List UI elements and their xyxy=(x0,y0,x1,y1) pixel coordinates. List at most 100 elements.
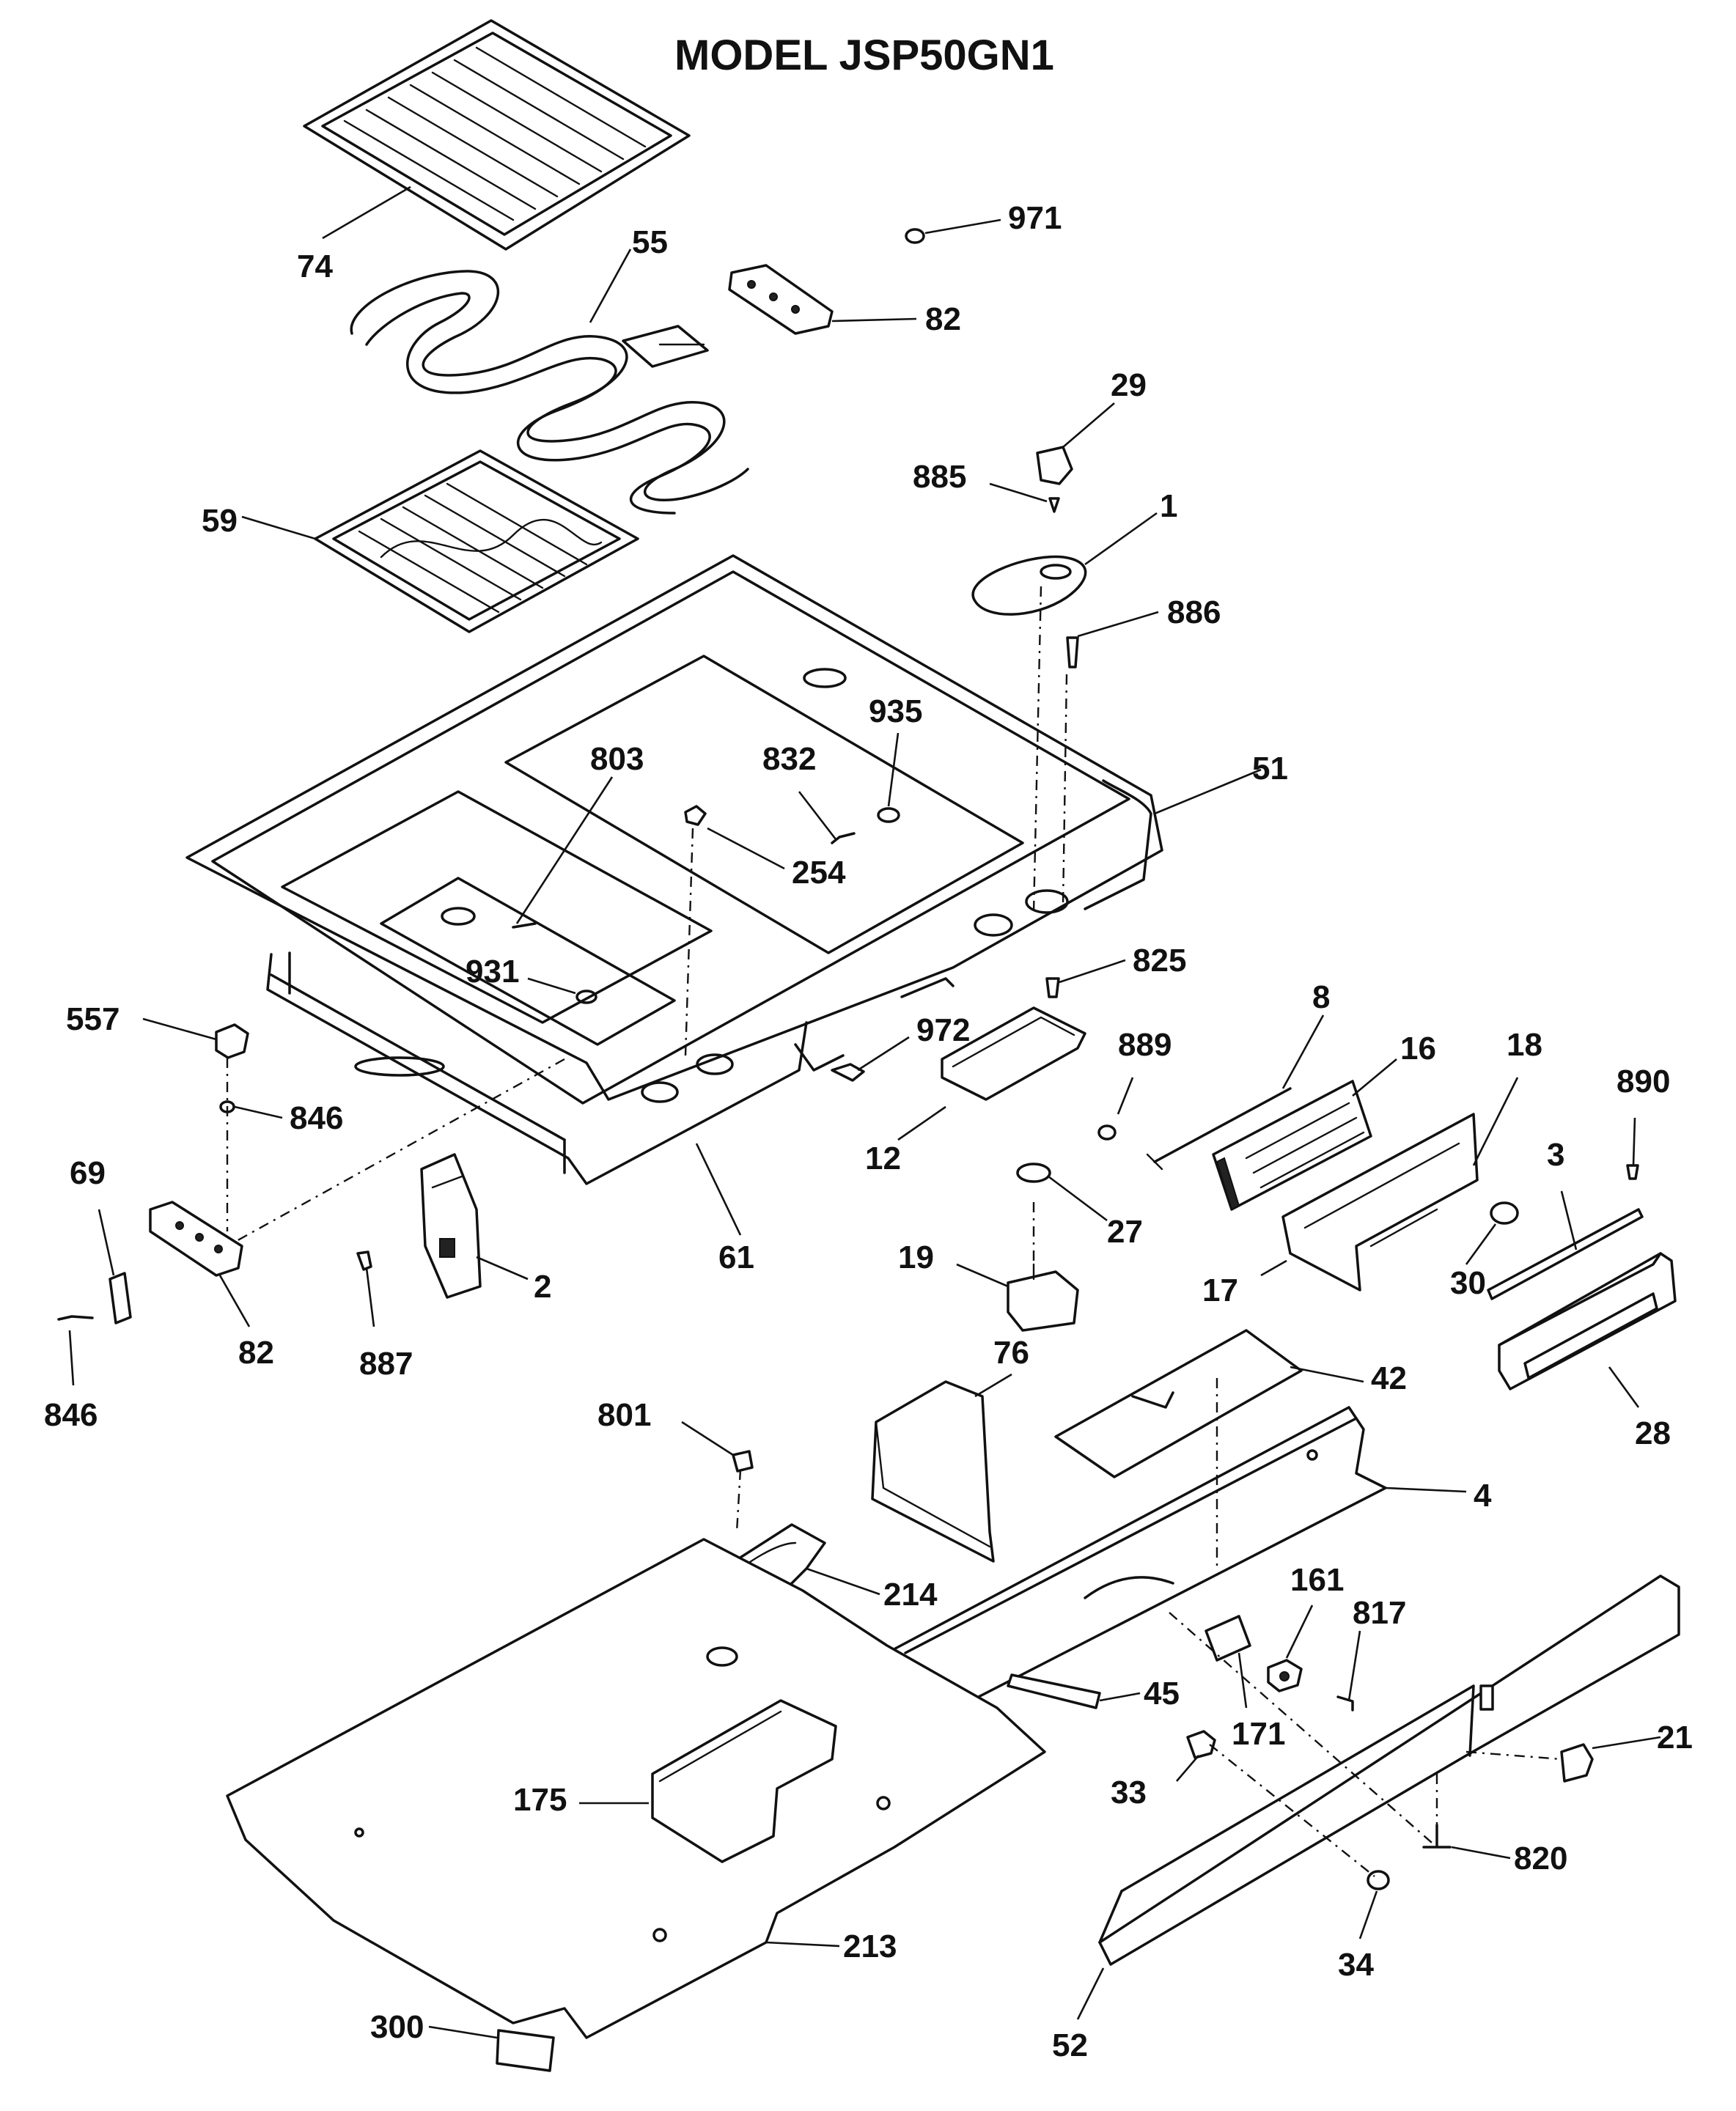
label-889: 889 xyxy=(1118,1027,1172,1063)
broiler-pan-part xyxy=(314,449,639,633)
assembly-axis-10 xyxy=(1209,1744,1375,1877)
label-890: 890 xyxy=(1617,1064,1670,1099)
bracket-69-part xyxy=(108,1272,132,1325)
label-76: 76 xyxy=(993,1335,1029,1371)
label-2: 2 xyxy=(534,1269,551,1305)
bracket-557-part xyxy=(215,1023,249,1059)
label-59: 59 xyxy=(202,503,238,539)
label-886: 886 xyxy=(1167,594,1221,630)
washer-931-part xyxy=(575,990,597,1004)
label-972: 972 xyxy=(916,1012,970,1048)
washer-27-part xyxy=(1016,1163,1051,1183)
label-plate-300-part xyxy=(496,2029,555,2072)
grommet-254-part xyxy=(684,805,707,826)
label-254: 254 xyxy=(792,855,846,891)
label-817: 817 xyxy=(1353,1595,1406,1631)
switch-19-part xyxy=(1007,1263,1079,1332)
cover-175-part xyxy=(651,1699,837,1863)
knob-30-part xyxy=(1490,1201,1519,1225)
label-4: 4 xyxy=(1474,1478,1492,1514)
control-board-16-part xyxy=(1212,1080,1372,1211)
strip-45-part xyxy=(1007,1673,1101,1709)
label-21: 21 xyxy=(1657,1720,1693,1756)
label-27: 27 xyxy=(1107,1214,1143,1250)
label-19: 19 xyxy=(898,1239,934,1275)
label-935: 935 xyxy=(869,693,922,729)
grill-grate-part xyxy=(303,19,691,251)
label-300: 300 xyxy=(370,2009,424,2045)
label-28: 28 xyxy=(1635,1415,1671,1451)
label-17: 17 xyxy=(1202,1272,1238,1308)
assembly-axis-6 xyxy=(735,1469,742,1533)
screw-803-part xyxy=(512,922,537,929)
label-846-lower: 846 xyxy=(44,1397,98,1433)
label-3: 3 xyxy=(1547,1137,1564,1173)
label-82-upper: 82 xyxy=(925,301,961,337)
screw-886-part xyxy=(1066,636,1079,668)
assembly-axis-1 xyxy=(1032,586,1042,913)
nut-34-part xyxy=(1367,1870,1390,1890)
shield-76-part xyxy=(871,1380,995,1563)
label-557: 557 xyxy=(66,1001,119,1037)
label-931: 931 xyxy=(466,954,519,990)
switch-housing-12-part xyxy=(941,1006,1086,1101)
knob-29-part xyxy=(1036,446,1073,485)
screw-890-part xyxy=(1626,1164,1639,1180)
label-69: 69 xyxy=(70,1155,106,1191)
label-33: 33 xyxy=(1111,1775,1147,1810)
assembly-axis-3 xyxy=(684,828,694,1056)
base-plate-213-part xyxy=(226,1538,1046,2039)
label-175: 175 xyxy=(513,1782,567,1818)
switch-2-part xyxy=(420,1153,482,1299)
terminal-block-lower-part xyxy=(149,1201,243,1277)
label-214: 214 xyxy=(883,1577,938,1613)
label-803: 803 xyxy=(590,741,644,777)
switch-21-part xyxy=(1560,1743,1594,1783)
label-55: 55 xyxy=(632,224,668,260)
label-171: 171 xyxy=(1232,1716,1285,1752)
bezel-1-part xyxy=(971,555,1087,616)
rod-8-part xyxy=(1153,1087,1292,1163)
label-61: 61 xyxy=(718,1239,754,1275)
label-51: 51 xyxy=(1252,751,1288,786)
label-34: 34 xyxy=(1338,1947,1374,1983)
label-8: 8 xyxy=(1312,979,1330,1015)
label-971: 971 xyxy=(1008,200,1062,236)
label-825: 825 xyxy=(1133,943,1186,979)
label-18: 18 xyxy=(1507,1027,1542,1063)
screw-885-part xyxy=(1048,497,1060,513)
screw-889-part xyxy=(1097,1124,1117,1141)
label-82-lower: 82 xyxy=(238,1335,274,1371)
label-42: 42 xyxy=(1371,1360,1407,1396)
panel-18-part xyxy=(1281,1113,1479,1292)
label-1: 1 xyxy=(1160,488,1177,524)
label-846-upper: 846 xyxy=(290,1100,343,1136)
screw-817-part xyxy=(1336,1695,1354,1712)
nut-846-upper-part xyxy=(219,1100,235,1113)
insulator-171-part xyxy=(1204,1615,1251,1662)
assembly-axis-11 xyxy=(1465,1750,1562,1761)
model-title: MODEL JSP50GN1 xyxy=(674,32,1054,79)
screw-846-lower-part xyxy=(57,1315,94,1321)
label-12: 12 xyxy=(865,1141,901,1176)
insulation-42-part xyxy=(1054,1329,1303,1478)
label-29: 29 xyxy=(1111,367,1147,403)
label-885: 885 xyxy=(913,459,966,495)
control-housing-28-part xyxy=(1498,1252,1677,1390)
relay-161-part xyxy=(1267,1659,1303,1692)
assembly-axis-8 xyxy=(1169,1612,1438,1848)
label-161: 161 xyxy=(1290,1562,1344,1598)
label-30: 30 xyxy=(1450,1265,1486,1301)
label-832: 832 xyxy=(762,741,816,777)
label-887: 887 xyxy=(359,1346,413,1382)
label-52: 52 xyxy=(1052,2027,1088,2063)
clip-972-part xyxy=(831,1063,865,1082)
lower-pan-part xyxy=(266,951,808,1185)
screw-801-part xyxy=(732,1450,754,1473)
trim-3-part xyxy=(1487,1208,1644,1300)
screw-825-part xyxy=(1045,977,1060,998)
label-213: 213 xyxy=(843,1928,897,1964)
label-45: 45 xyxy=(1144,1676,1180,1712)
heating-element-part xyxy=(350,270,749,515)
